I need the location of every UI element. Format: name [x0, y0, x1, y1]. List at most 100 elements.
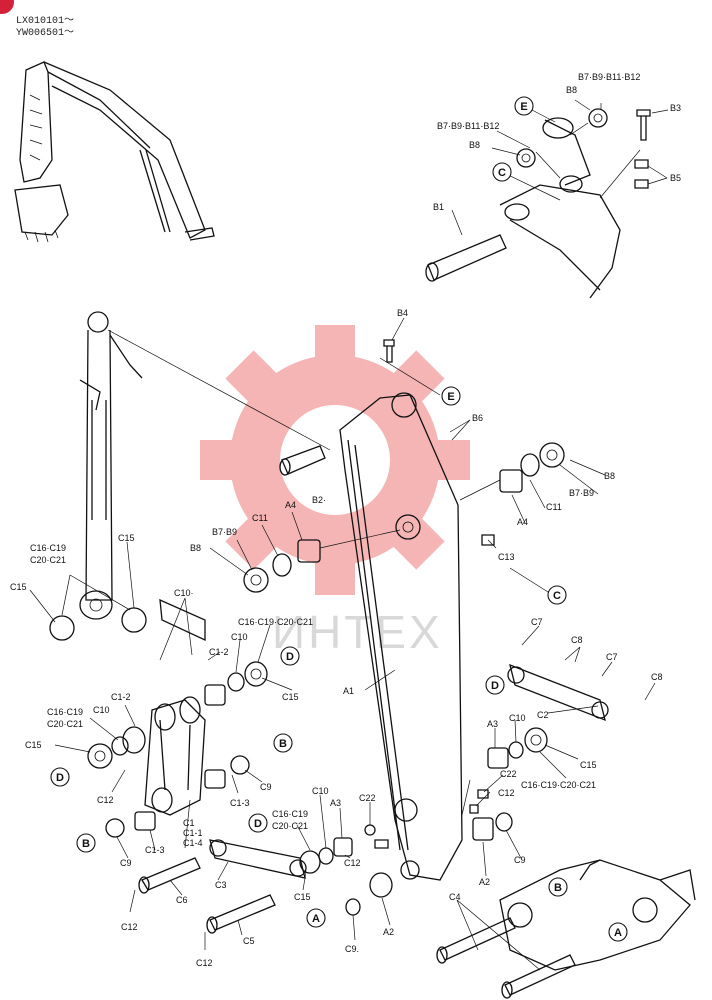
- part-label: C16·C19: [47, 707, 83, 717]
- part-label: C16·C19: [30, 543, 66, 553]
- ref-marker: [50, 767, 70, 787]
- part-label: C15: [118, 533, 135, 543]
- ref-letter: E: [447, 391, 454, 403]
- part-label: C1: [183, 818, 195, 828]
- part-label: C1-1: [183, 828, 203, 838]
- boom-foot-assembly: [425, 108, 651, 299]
- part-label: B7·B9: [569, 488, 594, 498]
- part-label: B2·: [312, 495, 326, 505]
- part-label: C12: [121, 922, 138, 932]
- part-label: C9: [120, 858, 132, 868]
- ref-marker: [306, 908, 326, 928]
- part-label: C1-4: [183, 838, 203, 848]
- ref-letter: D: [286, 651, 294, 663]
- part-label: C15: [282, 692, 299, 702]
- part-label: B1: [433, 202, 444, 212]
- part-label: C12: [97, 795, 114, 805]
- part-label: C1-2: [209, 647, 229, 657]
- ref-marker: [76, 833, 96, 853]
- part-label: C15: [10, 582, 27, 592]
- part-label: C10: [509, 713, 526, 723]
- watermark-gear-icon: [200, 325, 470, 595]
- part-label: C12: [344, 858, 361, 868]
- part-label: C3: [215, 880, 227, 890]
- part-label: B8: [469, 140, 480, 150]
- part-label: A3: [330, 798, 341, 808]
- part-label: C6: [176, 895, 188, 905]
- part-label: C8: [571, 635, 583, 645]
- ref-letter: B: [82, 838, 90, 850]
- part-label: C10: [312, 786, 329, 796]
- part-label: B8: [566, 85, 577, 95]
- part-label: C7: [531, 617, 543, 627]
- part-label: B6: [472, 413, 483, 423]
- ref-marker: [514, 96, 534, 116]
- ref-letter: C: [553, 590, 561, 602]
- part-label: A4: [517, 517, 528, 527]
- ref-letter: E: [520, 101, 527, 113]
- part-label: C7: [606, 652, 618, 662]
- part-label: C22: [359, 793, 376, 803]
- part-label: C12: [196, 958, 213, 968]
- part-label: B4: [397, 308, 408, 318]
- part-label: C4: [449, 892, 461, 902]
- part-label: C20·C21: [30, 555, 66, 565]
- part-label: C8: [651, 672, 663, 682]
- part-label: C16·C19·C20·C21: [238, 617, 313, 627]
- pins-c5-c6-link-c3: [138, 824, 393, 934]
- part-label: C20·C21: [272, 821, 308, 831]
- part-label: B5: [670, 173, 681, 183]
- bucket-link-c1: [49, 598, 268, 838]
- part-label: C15: [580, 760, 597, 770]
- ref-marker: [547, 585, 567, 605]
- part-label: C16·C19: [272, 809, 308, 819]
- part-label: B7·B9·B11·B12: [437, 121, 499, 131]
- part-label: C5: [243, 936, 255, 946]
- leader-lines: [29, 99, 669, 971]
- ref-marker: [485, 675, 505, 695]
- ref-letter: D: [254, 818, 262, 830]
- part-label: B3: [670, 103, 681, 113]
- serial-number: LX010101〜: [16, 16, 74, 27]
- part-label: A3: [487, 719, 498, 729]
- part-label: C15: [25, 740, 42, 750]
- part-label: C16·C19·C20·C21: [521, 780, 596, 790]
- ref-marker: [248, 813, 268, 833]
- part-label: B8: [190, 543, 201, 553]
- ref-marker: [548, 877, 568, 897]
- part-label: C15: [294, 892, 311, 902]
- boom-cylinder: [79, 311, 331, 620]
- part-label: C1-2: [111, 692, 131, 702]
- part-label: A1: [343, 686, 354, 696]
- ref-marker: [280, 646, 300, 666]
- link-c2-and-bucket-mount: [436, 663, 696, 999]
- reference-markers: E C E C D D D B B D A B A: [50, 96, 628, 942]
- part-label: A2: [479, 877, 490, 887]
- ref-letter: D: [491, 680, 499, 692]
- ref-marker: [492, 162, 512, 182]
- part-label: C9.: [345, 944, 359, 954]
- part-label: C20·C21: [47, 719, 83, 729]
- part-label: C13: [498, 552, 515, 562]
- part-label: C12: [498, 788, 515, 798]
- ref-letter: A: [312, 913, 320, 925]
- part-label: C11: [252, 513, 268, 523]
- part-label: B8: [604, 471, 615, 481]
- arm-pins-and-bushings: [243, 442, 565, 593]
- arm-a1: [339, 339, 463, 881]
- serial-number: YW006501〜: [16, 28, 74, 39]
- excavator-overview-sketch: [14, 61, 215, 243]
- part-label: C9: [260, 782, 272, 792]
- part-label: B7·B9: [212, 527, 237, 537]
- part-label: C2: [537, 710, 549, 720]
- ref-letter: B: [279, 738, 287, 750]
- ref-letter: C: [498, 167, 506, 179]
- part-label: A4: [285, 500, 296, 510]
- ref-letter: B: [554, 882, 562, 894]
- part-label: C11: [546, 502, 562, 512]
- part-label: B7·B9·B11·B12: [578, 72, 640, 82]
- part-label: A2: [383, 927, 394, 937]
- ref-marker: [273, 733, 293, 753]
- ref-letter: A: [614, 927, 622, 939]
